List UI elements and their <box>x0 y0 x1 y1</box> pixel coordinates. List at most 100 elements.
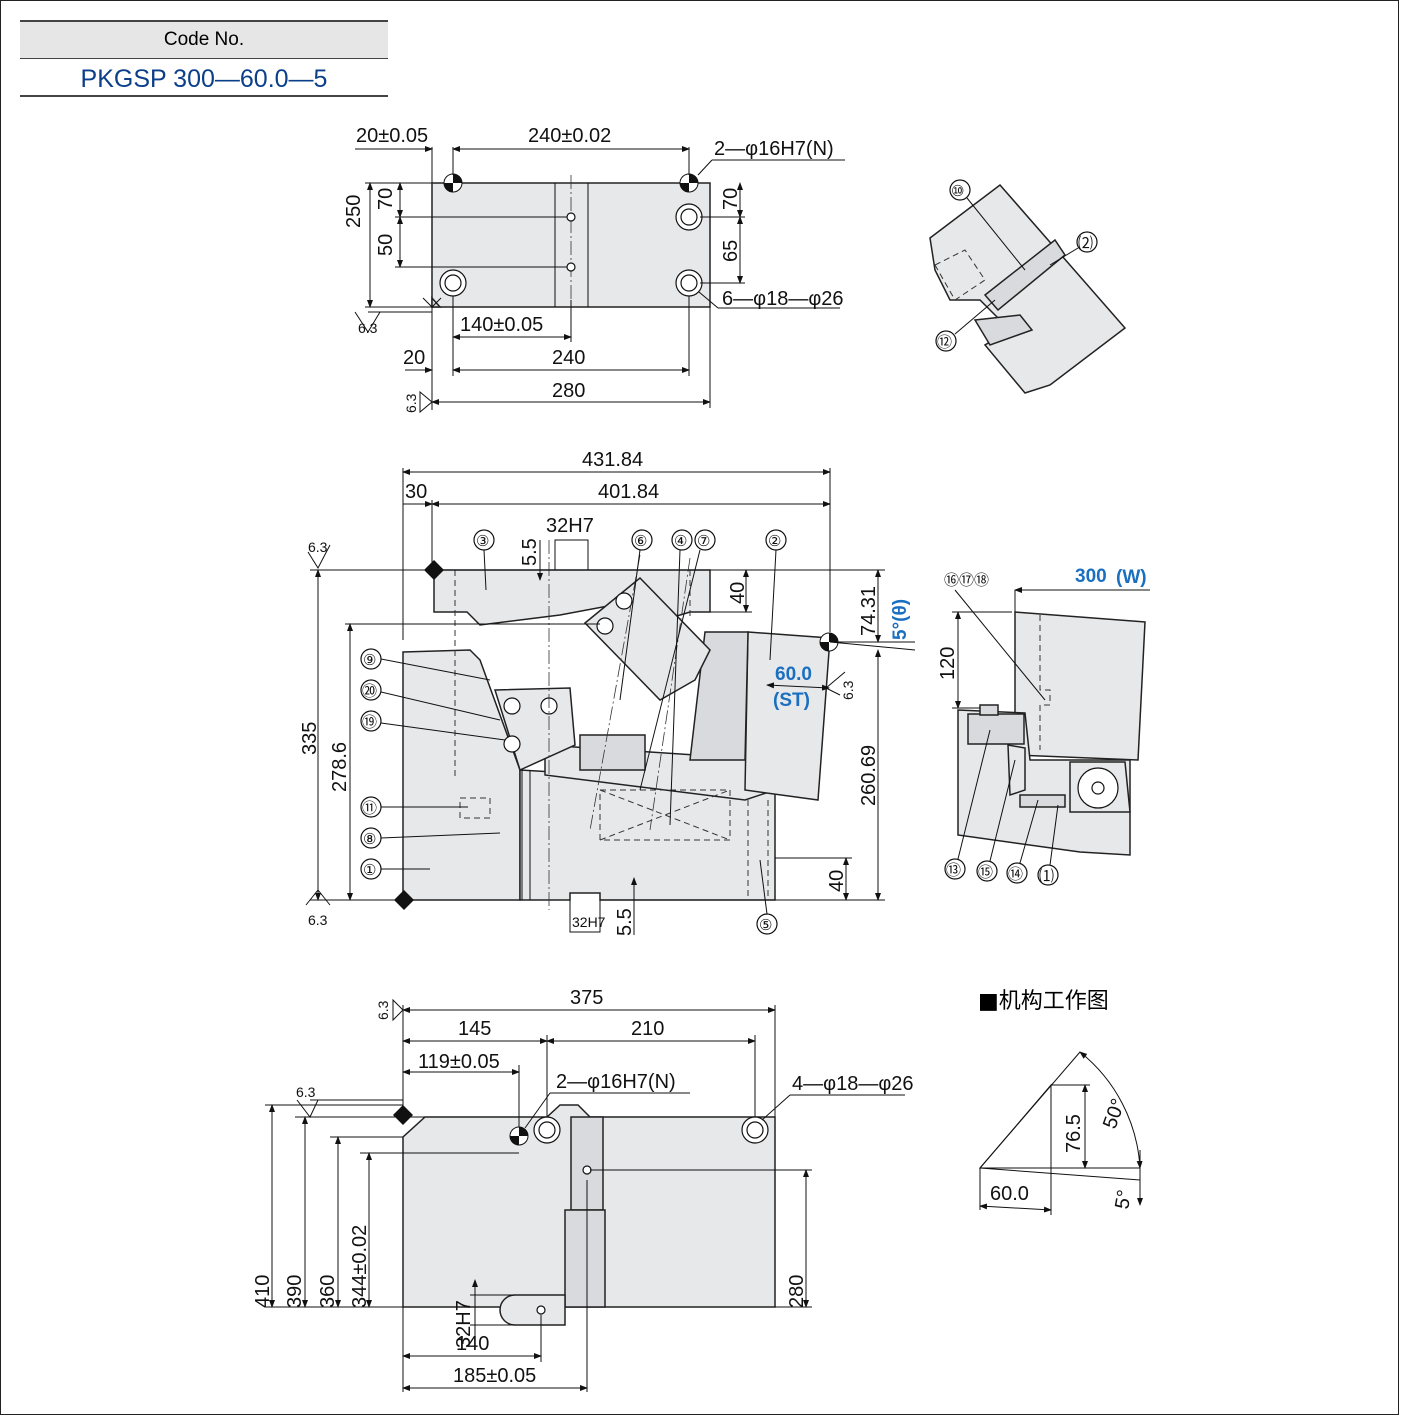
dim-5-5-top: 5.5 <box>519 538 541 566</box>
callout-10-label: ⑩ <box>951 183 964 200</box>
roughness-front-1: 6.3 <box>308 539 328 555</box>
dim-278: 278.6 <box>329 742 351 792</box>
svg-text:⑮: ⑮ <box>978 864 993 881</box>
callout-21: ⑴ <box>1037 804 1059 886</box>
dim-280: 280 <box>786 1275 808 1308</box>
callout-8: ⑧ <box>360 827 501 849</box>
svg-text:⑨: ⑨ <box>363 652 376 669</box>
mechanism-diagram: 76.5 60.0 50° 5° <box>978 1051 1143 1215</box>
dowel-symbol-icon <box>509 1126 529 1146</box>
roughness-bottom-2: 6.3 <box>296 1084 316 1100</box>
holes-label: 6—φ18—φ26 <box>722 288 844 310</box>
callout-4: ④ <box>669 529 693 826</box>
detail-view: ⑩ ⑵ ⑫ <box>929 179 1127 394</box>
callout-14: ⑭ <box>1006 799 1039 884</box>
svg-text:⑴: ⑴ <box>1039 868 1054 885</box>
mechanism-title: ■机构工作图 <box>978 989 1109 1014</box>
svg-text:⑪: ⑪ <box>362 800 377 817</box>
dim-260: 260.69 <box>858 745 880 806</box>
dim-145: 145 <box>458 1018 491 1040</box>
part-5-base <box>519 769 776 901</box>
datum-icon <box>393 1105 413 1125</box>
part-6-driver <box>583 576 711 701</box>
top-view: 20±0.05 240±0.02 2—φ16H7(N) 250 70 50 70… <box>343 125 845 414</box>
part-1-lower-die <box>402 649 521 901</box>
dim-240: 240 <box>552 347 585 369</box>
mech-dim-76: 76.5 <box>1063 1114 1085 1153</box>
mech-dim-60: 60.0 <box>990 1183 1029 1205</box>
stroke-value: 60.0 <box>775 664 812 685</box>
surface-roughness-icon <box>305 544 846 906</box>
callout-12-label: ⑫ <box>937 334 952 351</box>
side-cam-block <box>1014 611 1146 761</box>
dim-70-left: 70 <box>375 188 397 210</box>
dim-70-right: 70 <box>720 188 742 210</box>
callout-12 <box>935 330 957 352</box>
roughness-label-2: 6.3 <box>403 393 419 413</box>
callout-15: ⑮ <box>976 759 1016 882</box>
mech-angle-50: 50° <box>1099 1096 1130 1132</box>
surface-roughness-icon <box>296 998 404 1118</box>
dim-50: 50 <box>375 234 397 256</box>
dim-185-tol: 185±0.05 <box>453 1365 536 1387</box>
roughness-front-3: 6.3 <box>840 680 856 700</box>
callout-19: ⑲ <box>360 710 506 741</box>
dowel-symbol-icon <box>443 173 463 193</box>
slot-bottom: 32H7 <box>572 914 606 930</box>
mech-angle-5: 5° <box>1111 1188 1136 1211</box>
dim-250: 250 <box>343 195 365 228</box>
callout-10 <box>949 179 971 201</box>
side-width: 300 <box>1075 566 1107 587</box>
code-number-box: Code No. PKGSP 300—60.0—5 <box>20 20 388 97</box>
bottom-holes-label: 4—φ18—φ26 <box>792 1073 914 1095</box>
dowel-label: 2—φ16H7(N) <box>714 138 834 160</box>
roughness-label: 6.3 <box>358 320 378 336</box>
side-dim-120: 120 <box>937 647 959 680</box>
part-2-cam-block <box>744 631 831 801</box>
dim-20: 20 <box>403 347 425 369</box>
svg-text:⑭: ⑭ <box>1008 866 1023 883</box>
dim-240-tol: 240±0.02 <box>528 125 611 147</box>
roughness-front-2: 6.3 <box>308 912 328 928</box>
callout-22-label: ⑵ <box>1078 235 1093 252</box>
svg-text:①: ① <box>363 862 376 879</box>
side-width-unit: (W) <box>1116 567 1147 588</box>
callout-20: ⑳ <box>360 679 501 721</box>
front-view: 431.84 30 401.84 32H7 5.5 40 74.31 5°(θ)… <box>299 449 916 936</box>
dim-360: 360 <box>317 1275 339 1308</box>
dim-344: 344±0.02 <box>349 1225 371 1308</box>
dim-5-5-bottom: 5.5 <box>614 908 636 936</box>
svg-text:⑬: ⑬ <box>946 862 961 879</box>
slot-top: 32H7 <box>546 515 594 537</box>
side-callouts-top: ⑯⑰⑱ <box>944 572 989 589</box>
callout-22 <box>1076 231 1098 253</box>
svg-text:⑳: ⑳ <box>362 683 377 700</box>
dim-20-tol: 20±0.05 <box>356 125 428 147</box>
dim-40-top: 40 <box>727 582 749 604</box>
surface-roughness-icon <box>419 390 433 414</box>
callout-2: ② <box>765 529 787 661</box>
angle-label: 5°(θ) <box>890 599 911 640</box>
dim-74: 74.31 <box>858 586 880 636</box>
dim-390: 390 <box>284 1275 306 1308</box>
bottom-view: 375 145 210 119±0.05 2—φ16H7(N) 4—φ18—φ2… <box>252 987 914 1392</box>
svg-text:⑤: ⑤ <box>759 917 772 934</box>
svg-text:⑦: ⑦ <box>697 533 710 550</box>
svg-text:⑲: ⑲ <box>362 714 377 731</box>
dim-401: 401.84 <box>598 481 659 503</box>
callout-7: ⑦ <box>639 529 716 791</box>
callout-11: ⑪ <box>360 796 468 818</box>
dim-431: 431.84 <box>582 449 643 471</box>
svg-text:④: ④ <box>674 533 687 550</box>
stroke-unit: (ST) <box>773 690 810 711</box>
svg-text:⑧: ⑧ <box>363 831 376 848</box>
callout-5: ⑤ <box>756 859 778 935</box>
dim-140-tol: 140±0.05 <box>460 314 543 336</box>
dowel-symbol-icon <box>679 173 699 193</box>
bottom-slot: 32H7 <box>453 1300 475 1348</box>
svg-text:⑥: ⑥ <box>634 533 647 550</box>
callout-6: ⑥ <box>619 529 653 701</box>
callout-1: ① <box>360 858 430 880</box>
